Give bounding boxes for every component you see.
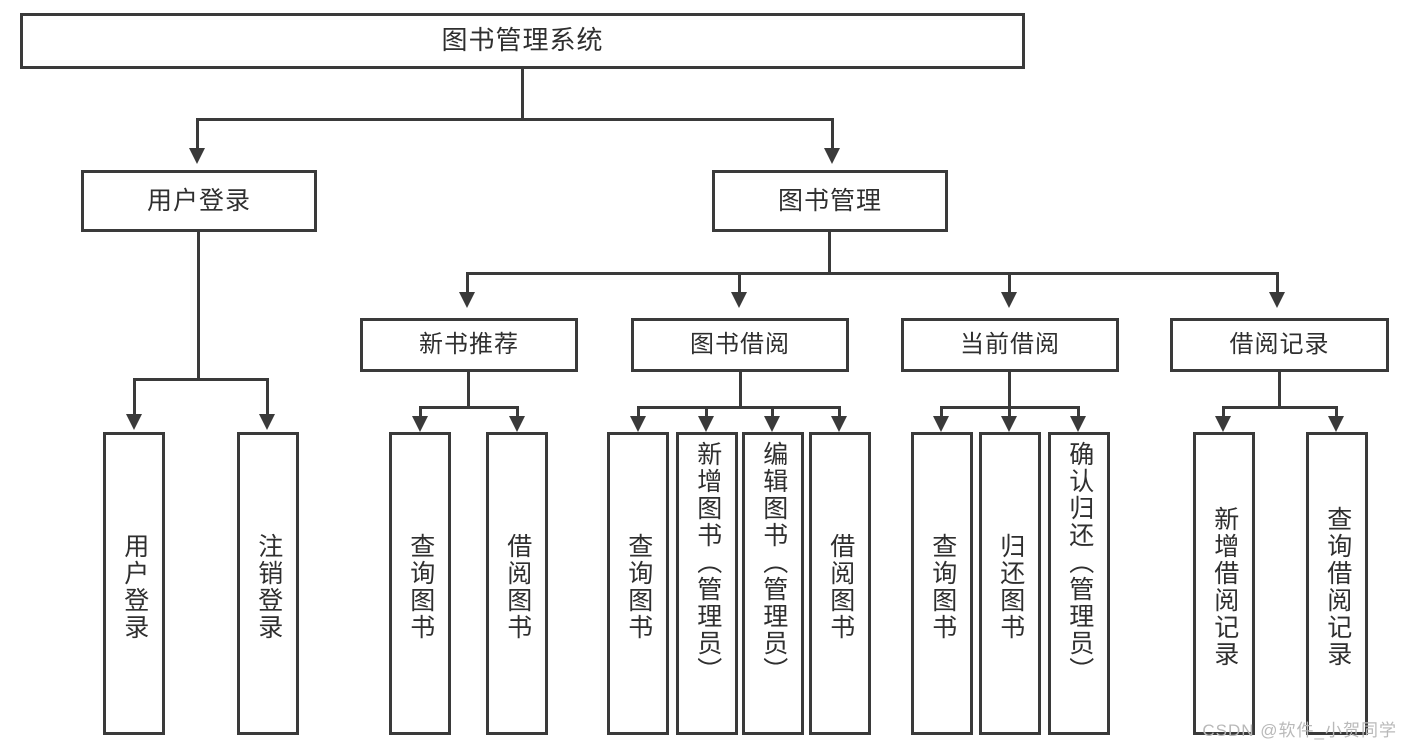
arrowhead-book-borrow-child-4 bbox=[831, 416, 847, 432]
arrowhead-book-borrow-child-2 bbox=[698, 416, 714, 432]
edge-current-borrow-stem bbox=[1008, 372, 1011, 406]
leaf-query-book-current[interactable]: 查询图书 bbox=[911, 432, 973, 735]
leaf-return-book[interactable]: 归还图书 bbox=[979, 432, 1041, 735]
edge-to-user-login bbox=[196, 118, 199, 150]
node-label: 确认归还（管理员） bbox=[1065, 441, 1094, 684]
leaf-user-login[interactable]: 用户登录 bbox=[103, 432, 165, 735]
arrowhead-to-new-book-recommend bbox=[459, 292, 475, 308]
arrowhead-to-borrow-record bbox=[1269, 292, 1285, 308]
leaf-query-book-recommend[interactable]: 查询图书 bbox=[389, 432, 451, 735]
edge-to-borrow-record bbox=[1276, 272, 1279, 294]
edge-new-book-recommend-child-1 bbox=[419, 406, 422, 420]
node-book-management[interactable]: 图书管理 bbox=[712, 170, 948, 232]
node-label: 新书推荐 bbox=[419, 331, 519, 359]
node-label: 归还图书 bbox=[996, 532, 1025, 641]
leaf-borrow-book-recommend[interactable]: 借阅图书 bbox=[486, 432, 548, 735]
edge-user-login-bus bbox=[133, 378, 269, 381]
node-label: 查询图书 bbox=[928, 532, 957, 641]
edge-book-borrow-child-4 bbox=[838, 406, 841, 420]
node-root-book-management-system[interactable]: 图书管理系统 bbox=[20, 13, 1025, 69]
edge-to-book-management bbox=[831, 118, 834, 150]
node-label: 借阅图书 bbox=[503, 532, 532, 641]
node-label: 查询借阅记录 bbox=[1323, 505, 1352, 668]
edge-borrow-record-child-2 bbox=[1335, 406, 1338, 420]
arrowhead-to-user-login bbox=[189, 148, 205, 164]
edge-to-current-borrow bbox=[1008, 272, 1011, 294]
node-label: 图书管理系统 bbox=[441, 25, 604, 56]
node-book-borrow[interactable]: 图书借阅 bbox=[631, 318, 849, 372]
edge-book-management-stem bbox=[828, 232, 831, 272]
arrowhead-borrow-record-child-2 bbox=[1328, 416, 1344, 432]
edge-to-book-borrow bbox=[738, 272, 741, 294]
edge-root-stem bbox=[521, 69, 524, 118]
arrowhead-new-book-recommend-child-2 bbox=[509, 416, 525, 432]
edge-book-borrow-bus bbox=[637, 406, 841, 409]
node-label: 查询图书 bbox=[624, 532, 653, 641]
node-label: 新增图书（管理员） bbox=[693, 441, 722, 684]
arrowhead-current-borrow-child-3 bbox=[1070, 416, 1086, 432]
leaf-add-borrow-record[interactable]: 新增借阅记录 bbox=[1193, 432, 1255, 735]
node-label: 当前借阅 bbox=[960, 331, 1060, 359]
edge-book-borrow-child-2 bbox=[705, 406, 708, 420]
arrowhead-book-borrow-child-1 bbox=[630, 416, 646, 432]
node-label: 图书借阅 bbox=[690, 331, 790, 359]
edge-book-borrow-stem bbox=[739, 372, 742, 406]
arrowhead-borrow-record-child-1 bbox=[1215, 416, 1231, 432]
node-label: 注销登录 bbox=[254, 532, 283, 641]
arrowhead-current-borrow-child-1 bbox=[933, 416, 949, 432]
edge-current-borrow-child-2 bbox=[1008, 406, 1011, 420]
node-label: 用户登录 bbox=[120, 532, 149, 641]
node-label: 编辑图书（管理员） bbox=[759, 441, 788, 684]
arrowhead-to-current-borrow bbox=[1001, 292, 1017, 308]
node-current-borrow[interactable]: 当前借阅 bbox=[901, 318, 1119, 372]
node-user-login[interactable]: 用户登录 bbox=[81, 170, 317, 232]
edge-user-login-stem bbox=[197, 232, 200, 378]
leaf-borrow-book[interactable]: 借阅图书 bbox=[809, 432, 871, 735]
edge-level1-bus bbox=[196, 118, 834, 121]
leaf-edit-book-admin[interactable]: 编辑图书（管理员） bbox=[742, 432, 804, 735]
edge-book-borrow-child-3 bbox=[771, 406, 774, 420]
node-label: 用户登录 bbox=[146, 186, 251, 215]
edge-current-borrow-child-1 bbox=[940, 406, 943, 420]
node-borrow-record[interactable]: 借阅记录 bbox=[1170, 318, 1389, 372]
arrowhead-current-borrow-child-2 bbox=[1001, 416, 1017, 432]
edge-level2-bus bbox=[466, 272, 1278, 275]
leaf-query-book-borrow[interactable]: 查询图书 bbox=[607, 432, 669, 735]
node-label: 新增借阅记录 bbox=[1210, 505, 1239, 668]
node-new-book-recommend[interactable]: 新书推荐 bbox=[360, 318, 578, 372]
csdn-watermark: CSDN @软件_小贺同学 bbox=[1202, 721, 1397, 740]
edge-to-new-book-recommend bbox=[466, 272, 469, 294]
arrowhead-user-login-child-2 bbox=[259, 414, 275, 430]
edge-user-login-child-1 bbox=[133, 378, 136, 418]
arrowhead-to-book-borrow bbox=[731, 292, 747, 308]
edge-borrow-record-bus bbox=[1222, 406, 1338, 409]
edge-new-book-recommend-bus bbox=[419, 406, 519, 409]
node-label: 查询图书 bbox=[406, 532, 435, 641]
arrowhead-user-login-child-1 bbox=[126, 414, 142, 430]
arrowhead-book-borrow-child-3 bbox=[764, 416, 780, 432]
leaf-add-book-admin[interactable]: 新增图书（管理员） bbox=[676, 432, 738, 735]
leaf-confirm-return-admin[interactable]: 确认归还（管理员） bbox=[1048, 432, 1110, 735]
arrowhead-to-book-management bbox=[824, 148, 840, 164]
node-label: 借阅图书 bbox=[826, 532, 855, 641]
edge-book-borrow-child-1 bbox=[637, 406, 640, 420]
edge-borrow-record-stem bbox=[1278, 372, 1281, 406]
edge-user-login-child-2 bbox=[266, 378, 269, 418]
node-label: 借阅记录 bbox=[1229, 331, 1330, 359]
node-label: 图书管理 bbox=[777, 186, 882, 215]
arrowhead-new-book-recommend-child-1 bbox=[412, 416, 428, 432]
edge-new-book-recommend-stem bbox=[467, 372, 470, 406]
edge-borrow-record-child-1 bbox=[1222, 406, 1225, 420]
leaf-user-logout[interactable]: 注销登录 bbox=[237, 432, 299, 735]
edge-new-book-recommend-child-2 bbox=[516, 406, 519, 420]
edge-current-borrow-child-3 bbox=[1077, 406, 1080, 420]
leaf-query-borrow-record[interactable]: 查询借阅记录 bbox=[1306, 432, 1368, 735]
